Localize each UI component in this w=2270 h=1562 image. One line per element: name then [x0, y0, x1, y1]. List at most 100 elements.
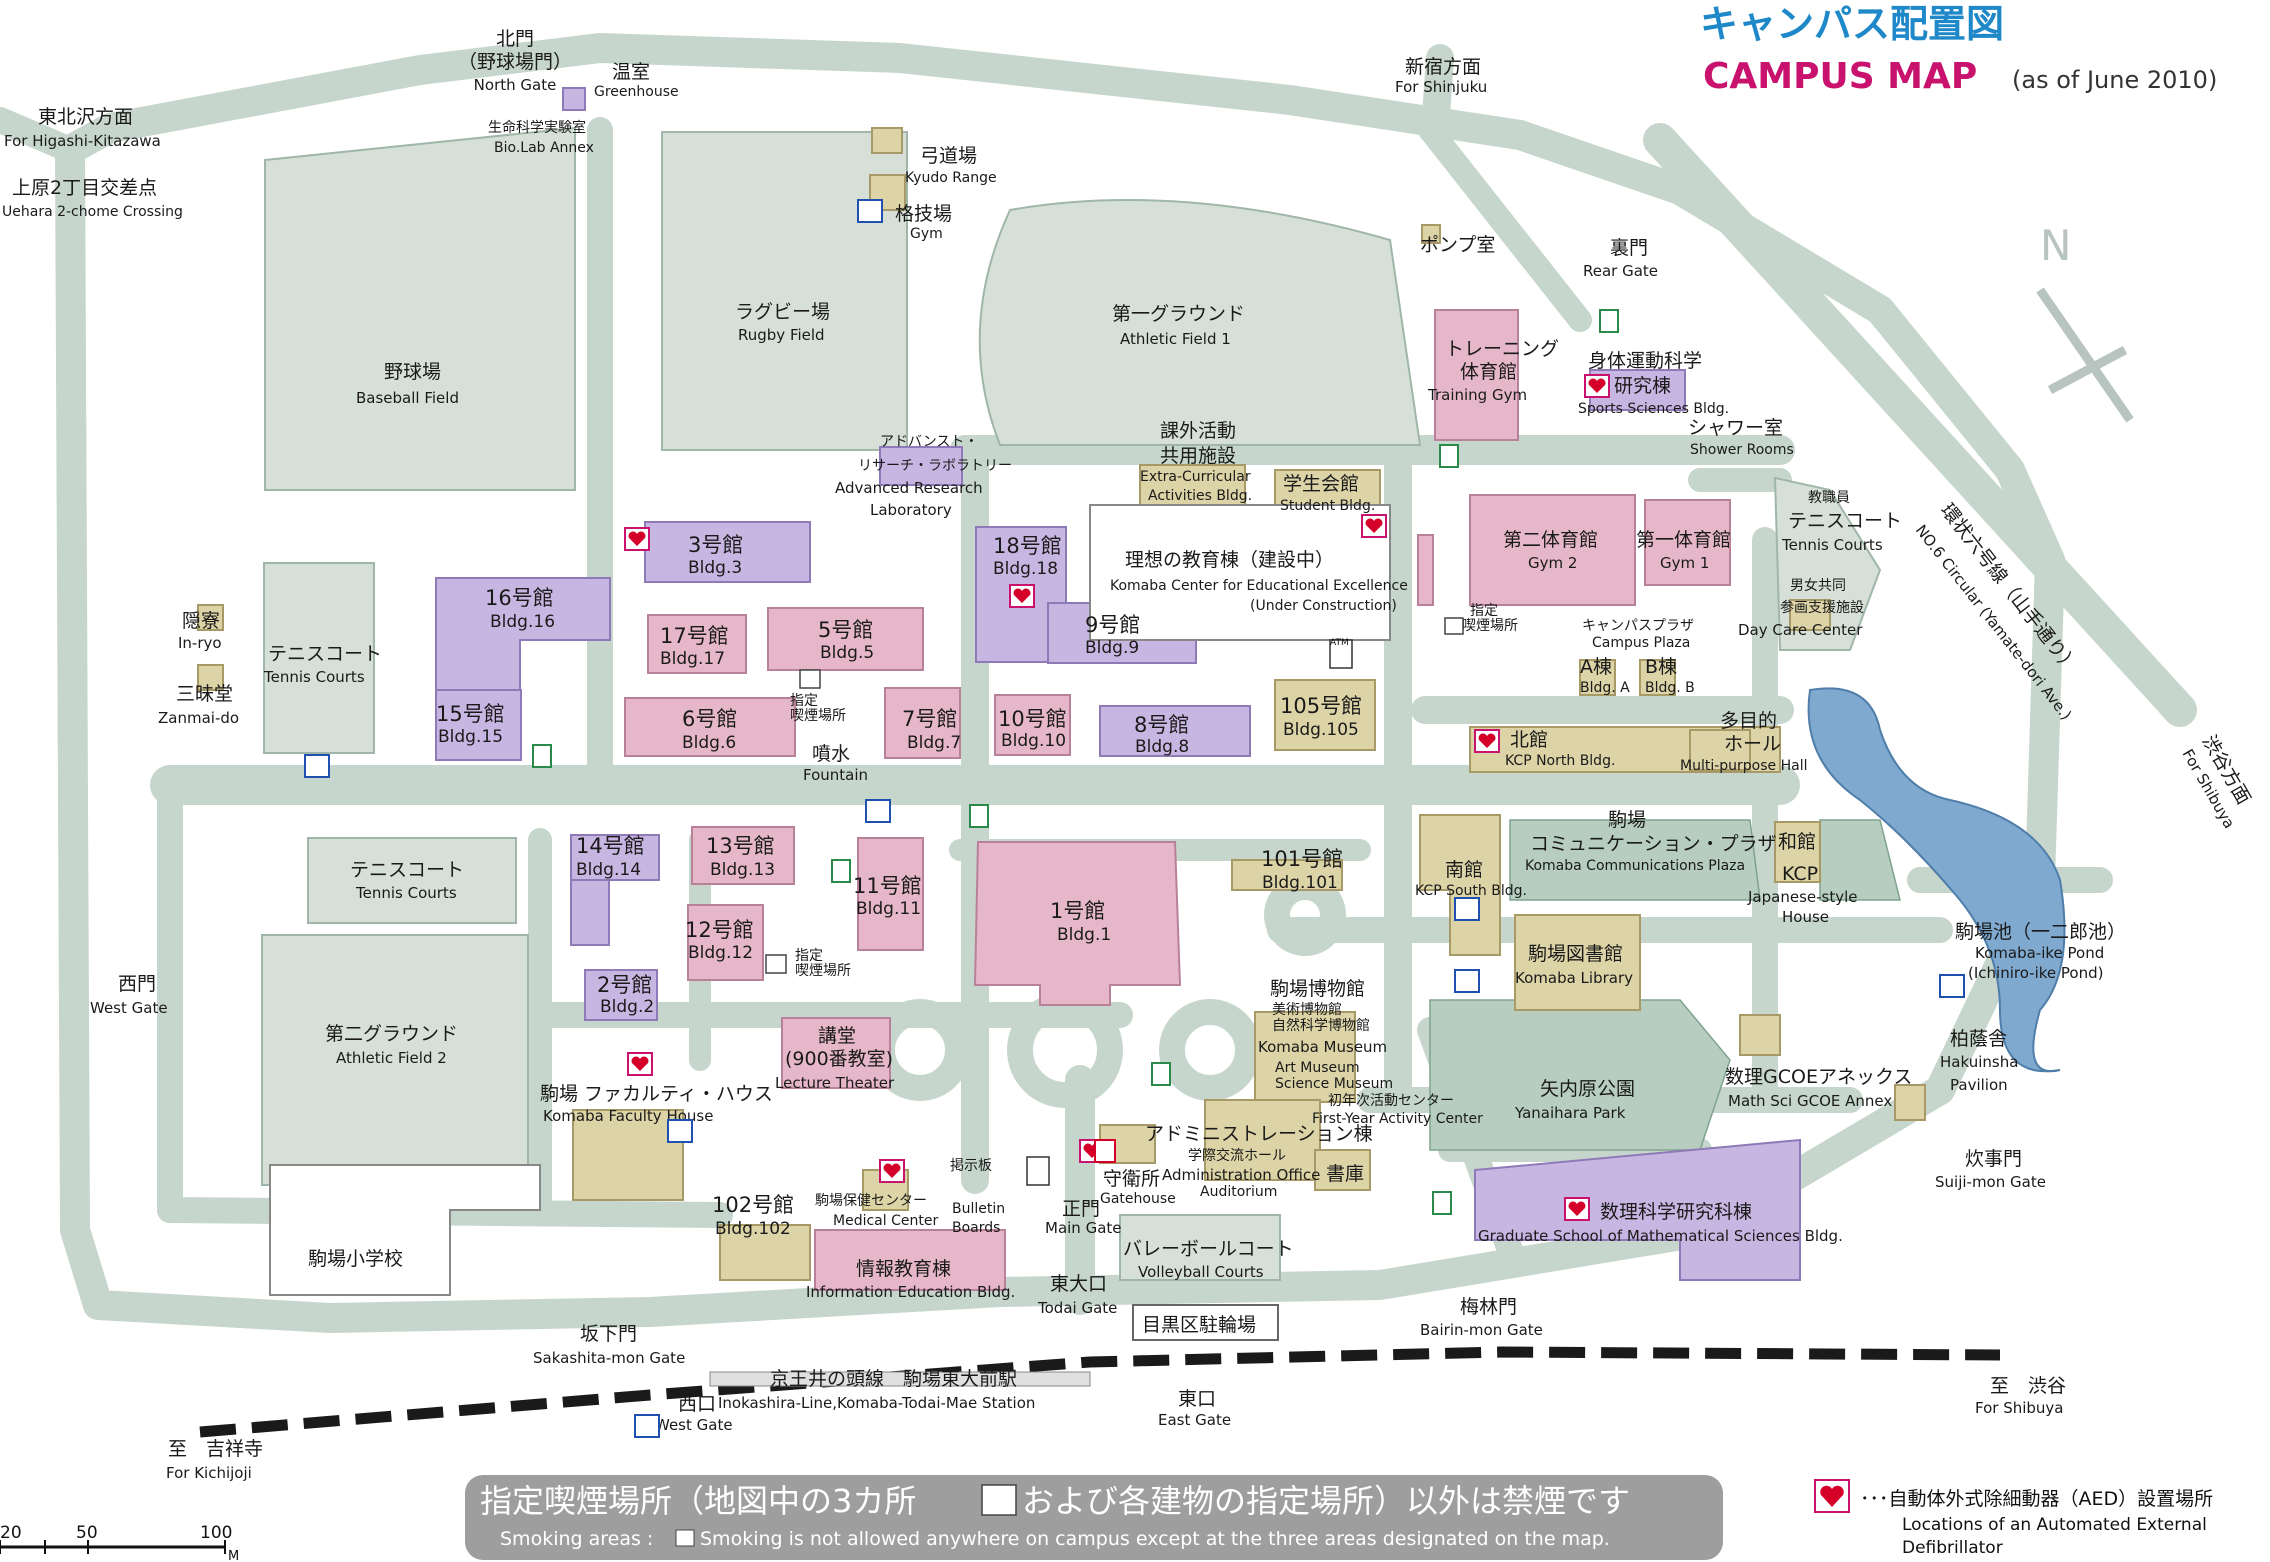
dir-shinjuku-jp: 新宿方面	[1405, 56, 1481, 78]
aed-icon	[879, 1159, 905, 1183]
tennis-courts-w-area	[263, 562, 375, 754]
label-greenhouse-en: Greenhouse	[594, 84, 679, 100]
lecture-buildings	[435, 87, 1801, 1281]
gate-north-jp-2: （野球場門）	[458, 51, 572, 73]
scale-tick-100: 100	[200, 1523, 232, 1543]
label-lecture-jp2: (900番教室)	[785, 1048, 893, 1070]
b5-jp: 5号館	[818, 618, 873, 642]
label-ideal-en1: Komaba Center for Educational Excellence	[1110, 578, 1408, 594]
gate-north-en: North Gate	[474, 76, 557, 94]
label-hakuinsha-en2: Pavilion	[1950, 1076, 2008, 1094]
scale-tick-20: 20	[0, 1523, 22, 1543]
label-daycare-jp1: 男女共同	[1790, 577, 1846, 594]
gate-west[interactable]: 西門 West Gate	[90, 973, 168, 1017]
math-sci-bldg	[1474, 1138, 1801, 1281]
b105-en: Bldg.105	[1283, 720, 1359, 740]
label-pond-jp: 駒場池（一二郎池）	[1955, 921, 2126, 943]
faculty-house	[572, 1109, 684, 1201]
bldg-6	[624, 697, 796, 757]
label-sports-sci-jp1: 身体運動科学	[1588, 350, 1702, 372]
b2-en: Bldg.2	[600, 997, 654, 1017]
label-gatehouse-en: Gatehouse	[1100, 1191, 1176, 1207]
label-school-jp: 駒場小学校	[308, 1248, 403, 1270]
bldg-10	[994, 694, 1071, 756]
label-adv-en1: Advanced Research	[835, 479, 983, 497]
label-comm-jp2: コミュニケーション・プラザ	[1530, 833, 1777, 855]
minor-structures	[269, 504, 1391, 1341]
gate-suiji-jp: 炊事門	[1965, 1148, 2022, 1170]
label-pond-en1: Komaba-ike Pond	[1975, 944, 2104, 962]
gate-main[interactable]: 正門 Main Gate	[1045, 1198, 1122, 1237]
smoking-notice-en: Smoking is not allowed anywhere on campu…	[700, 1528, 1610, 1550]
smoking-area-label-3: 指定	[1470, 603, 1498, 619]
label-comm-en: Komaba Communications Plaza	[1525, 858, 1745, 874]
ideal-bldg	[1089, 504, 1391, 641]
fields	[261, 126, 1882, 1186]
label-math-sci-jp: 数理科学研究科棟	[1600, 1201, 1752, 1223]
gate-suiji[interactable]: 炊事門 Suiji-mon Gate	[1935, 1148, 2046, 1191]
gate-sakashita[interactable]: 坂下門 Sakashita-mon Gate	[533, 1323, 685, 1367]
label-gym2-jp: 第二体育館	[1503, 529, 1598, 551]
pump-bldg	[1421, 224, 1441, 244]
label-admin-en2: Auditorium	[1200, 1184, 1277, 1200]
b13-jp: 13号館	[706, 834, 775, 858]
b14-en: Bldg.14	[576, 860, 641, 880]
label-info-edu-jp: 情報教育棟	[856, 1258, 951, 1280]
scale-tick-50: 50	[76, 1523, 98, 1543]
baseball-field-area	[264, 126, 576, 491]
label-zanmai-jp: 三昧堂	[176, 683, 233, 705]
inryo-bldg	[197, 604, 224, 631]
scale-bar: 20 50 100 M	[0, 1523, 239, 1562]
smoking-notice-icon-small	[675, 1529, 695, 1547]
gate-rear[interactable]: 裏門 Rear Gate	[1583, 237, 1658, 280]
aed-legend-en2: Defibrillator	[1902, 1538, 2003, 1558]
label-hakuinsha-jp: 柏蔭舎	[1950, 1028, 2007, 1050]
label-faculty-jp: 駒場 ファカルティ・ハウス	[540, 1083, 773, 1105]
b101-jp: 101号館	[1261, 847, 1343, 871]
dir-uehara-en: Uehara 2-chome Crossing	[2, 204, 183, 220]
b7-en: Bldg.7	[907, 733, 961, 753]
b18-jp: 18号館	[993, 534, 1062, 558]
gate-rear-en: Rear Gate	[1583, 262, 1658, 280]
phone-markers	[532, 309, 1619, 1215]
bldg-13	[691, 826, 795, 885]
dir-shinjuku-en: For Shinjuku	[1395, 78, 1487, 96]
restroom-markers	[304, 199, 1965, 1438]
dir-shibuya-rail-en: For Shibuya	[1975, 1399, 2064, 1417]
label-museum-sub-jp1: 美術博物館	[1272, 1001, 1342, 1018]
gate-east[interactable]: 東口 East Gate	[1158, 1388, 1231, 1429]
label-math-sci-en: Graduate School of Mathematical Sciences…	[1478, 1227, 1843, 1245]
gate-todai[interactable]: 東大口 Todai Gate	[1037, 1273, 1117, 1317]
label-first-year-jp: 初年次活動センター	[1328, 1092, 1454, 1109]
label-admin-jp2: 学際交流ホール	[1188, 1147, 1286, 1164]
gate-west-exit[interactable]: 西口 West Gate	[655, 1393, 733, 1434]
label-ideal-en2: (Under Construction)	[1250, 598, 1397, 614]
phone-icon	[1432, 1191, 1452, 1215]
b9-en: Bldg.9	[1085, 638, 1139, 658]
aed-legend-en1: Locations of an Automated External	[1902, 1515, 2207, 1535]
gate-north[interactable]: 北門（野球場門） North Gate	[458, 28, 572, 94]
aed-icon	[1564, 1197, 1590, 1221]
smoking-area-label-2b: 喫煙場所	[795, 963, 851, 979]
label-pond-en2: (Ichiniro-ike Pond)	[1968, 964, 2103, 982]
b2-jp: 2号館	[597, 973, 652, 997]
title-date: (as of June 2010)	[2012, 66, 2217, 94]
label-sports-sci-jp2: 研究棟	[1614, 375, 1671, 397]
label-plaza-b-jp: B棟	[1645, 656, 1677, 678]
gate-todai-en: Todai Gate	[1037, 1299, 1117, 1317]
dir-shibuya-rail-jp: 至 渋谷	[1990, 1375, 2066, 1397]
admin-bldg	[1204, 1099, 1321, 1181]
label-comm-jp1: 駒場	[1608, 809, 1646, 831]
b17-jp: 17号館	[660, 624, 729, 648]
gate-west-en: West Gate	[90, 999, 168, 1017]
b12-jp: 12号館	[685, 918, 754, 942]
library	[1514, 914, 1641, 1011]
gate-east-jp: 東口	[1178, 1388, 1216, 1410]
bio-lab-annex	[562, 87, 586, 111]
phone-icon	[532, 744, 552, 768]
b17-en: Bldg.17	[660, 649, 725, 669]
label-tennis-w-jp: テニスコート	[268, 643, 382, 665]
gate-bairin[interactable]: 梅林門 Bairin-mon Gate	[1420, 1296, 1543, 1339]
smoking-area-label-3b: 喫煙場所	[1462, 618, 1518, 634]
atm-label: ATM	[1330, 638, 1349, 648]
